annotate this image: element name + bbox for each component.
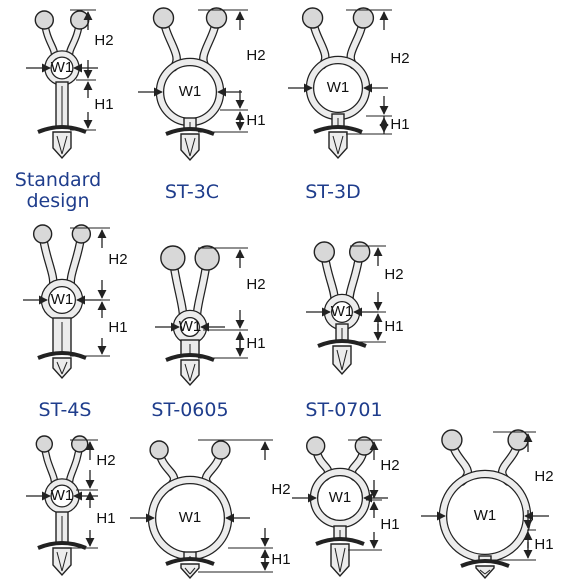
clip-base [165, 353, 215, 362]
clip-ball-left [149, 440, 169, 460]
clip-ball-left [160, 245, 186, 271]
clip-ball-left [32, 224, 53, 244]
caption-standard-line1: Standard [14, 169, 102, 191]
h2-label: H2 [96, 452, 115, 469]
caption-st-4s: ST-4S [38, 399, 92, 421]
caption-st-3c: ST-3C [164, 181, 220, 203]
w1-label: W1 [327, 79, 350, 96]
clip-ball-right [349, 241, 371, 263]
h1-label: H1 [246, 335, 265, 352]
h1-label: H1 [380, 516, 399, 533]
h1-label: H1 [534, 536, 553, 553]
clip-ball-left [301, 7, 324, 29]
clip-ball-left [35, 435, 53, 453]
w1-label: W1 [331, 303, 354, 320]
h2-label: H2 [380, 457, 399, 474]
h1-label: H1 [271, 551, 290, 568]
w1-label: W1 [329, 489, 352, 506]
h1-label: H1 [94, 96, 113, 113]
h2-label: H2 [108, 251, 127, 268]
clip-ball-right [71, 224, 92, 244]
clip-base [37, 351, 87, 360]
h1-label: H1 [390, 116, 409, 133]
clip-ball-left [441, 429, 463, 451]
clip-base [37, 125, 87, 134]
clip-foot [328, 131, 348, 160]
caption-st-3d: ST-3D [305, 181, 361, 203]
h1-label: H1 [96, 510, 115, 527]
clip-foot [475, 565, 495, 580]
h1-label: H1 [108, 319, 127, 336]
clip-ball-right [194, 245, 220, 271]
w1-label: W1 [179, 509, 202, 526]
clip-ball-left [306, 436, 326, 456]
clip-foot [180, 133, 200, 162]
clip-ball-right [507, 429, 529, 451]
clip-foot [180, 563, 200, 580]
w1-label: W1 [179, 83, 202, 100]
h2-label: H2 [246, 47, 265, 64]
clip-foot [52, 357, 72, 380]
w1-label: W1 [51, 291, 74, 308]
caption-standard-line2: design [26, 190, 90, 212]
h2-label: H2 [94, 32, 113, 49]
h2-label: H2 [534, 468, 553, 485]
clip-base [313, 125, 363, 134]
caption-standard: Standard design [6, 170, 110, 212]
clip-ball-right [69, 10, 90, 30]
clip-base [165, 127, 215, 136]
clip-base [37, 541, 87, 550]
w1-label: W1 [51, 59, 74, 76]
clip-ball-left [34, 10, 54, 30]
clip-base [315, 537, 365, 546]
clip-foot [180, 359, 200, 387]
w1-label: W1 [179, 318, 202, 335]
clip-ball-right [211, 440, 231, 460]
clip-ball-right [352, 7, 375, 29]
h2-label: H2 [271, 481, 290, 498]
h2-label: H2 [390, 50, 409, 67]
clip-base [460, 559, 510, 568]
w1-label: W1 [51, 487, 74, 504]
clip-base [165, 557, 215, 566]
clip-ball-right [70, 435, 89, 453]
caption-st-0701: ST-0701 [305, 399, 383, 421]
clip-base [317, 339, 367, 348]
clip-arm [39, 231, 85, 290]
caption-st-0605: ST-0605 [151, 399, 229, 421]
clip-ball-left [152, 7, 175, 29]
clip-ball-right [205, 7, 228, 29]
h1-label: H1 [246, 112, 265, 129]
h1-label: H1 [384, 318, 403, 335]
h2-label: H2 [246, 276, 265, 293]
w1-label: W1 [474, 507, 497, 524]
clip-foot [52, 131, 72, 160]
clip-ball-left [313, 241, 335, 263]
h2-label: H2 [384, 266, 403, 283]
